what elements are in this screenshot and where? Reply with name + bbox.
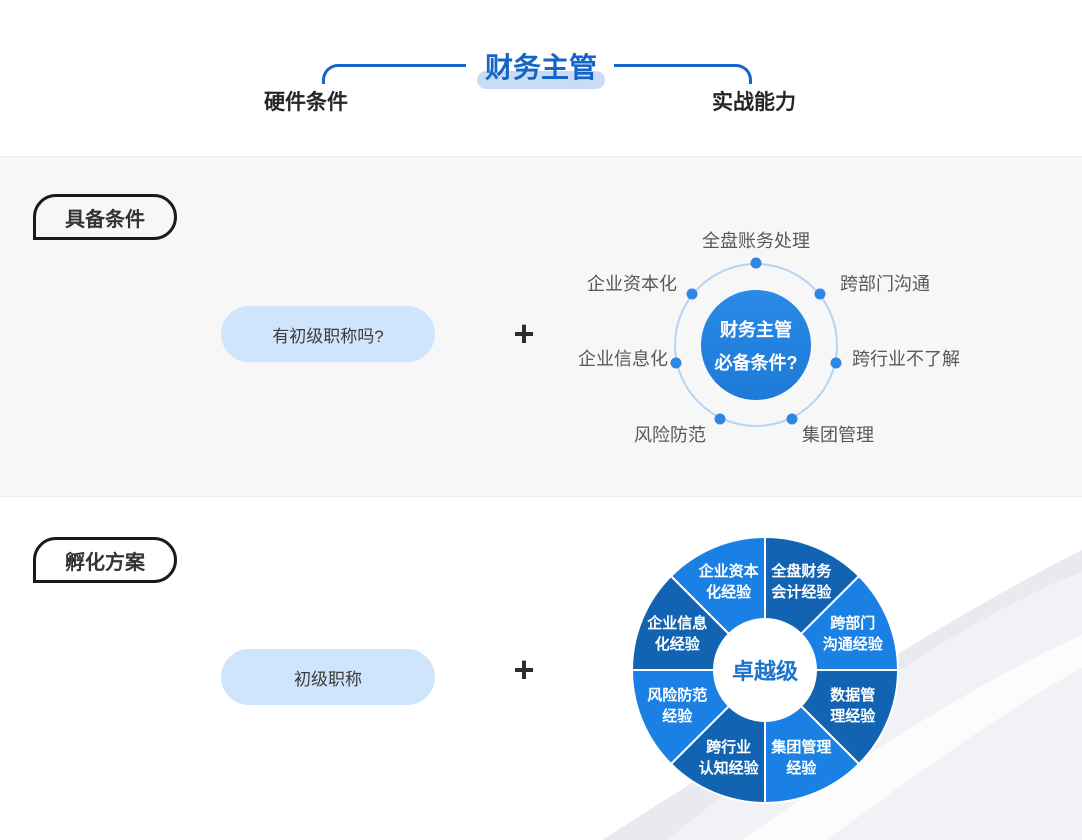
header-label-practical: 实战能力 [712,91,796,114]
requirements-badge: 具备条件 [33,194,177,240]
plus-sign: + [513,313,535,354]
ring-diagram [670,257,842,427]
ring-dot [786,413,798,425]
donut-svg [630,535,900,805]
plus-sign: + [513,649,535,690]
header: 财务主管 硬件条件 实战能力 [0,0,1082,156]
donut-segment-label: 企业资本化经验 [698,563,759,602]
ring-label-cross-industry: 跨行业不了解 [852,349,960,369]
ring-dot [714,413,726,425]
experience-donut-chart: 卓越级 全盘财务会计经验跨部门沟通经验数据管理经验集团管理经验跨行业认知经验 风险… [625,530,905,810]
donut-center-label: 卓越级 [731,659,799,684]
ring-label-risk-prevention: 风险防范 [634,425,706,445]
donut-segment-label: 跨行业认知经验 [698,738,759,777]
ring-center-circle: 财务主管 必备条件? [701,290,811,400]
bracket-right-line [614,64,752,84]
ring-dot [750,257,762,269]
ring-dot [686,288,698,300]
ring-label-cross-department: 跨部门沟通 [840,274,930,294]
ring-center-line1: 财务主管 [720,319,792,340]
ring-label-accounting: 全盘账务处理 [702,231,810,251]
bracket-left-line [322,64,466,84]
ring-center-line2: 必备条件? [714,352,798,373]
section-requirements: 具备条件 有初级职称吗? + 财务主管 必备条件? 全盘账务处理 跨部门沟通 跨… [0,156,1082,497]
donut-segment-label: 企业信息化经验 [647,614,708,653]
ring-dot [670,357,682,369]
ring-label-capitalization: 企业资本化 [587,274,677,294]
donut-segment-label: 集团管理经验 [771,738,832,777]
page-title: 财务主管 [476,46,606,89]
header-label-hardware: 硬件条件 [264,91,348,114]
incubation-badge: 孵化方案 [33,537,177,583]
junior-title-question-pill: 有初级职称吗? [221,306,435,362]
donut-segment-label: 风险防范经验 [647,687,708,726]
donut-center-circle [713,618,817,722]
ring-label-group-management: 集团管理 [802,425,874,445]
donut-segment-label: 全盘财务会计经验 [771,563,832,602]
junior-title-pill: 初级职称 [221,649,435,705]
ring-dot [830,357,842,369]
donut-segment-label: 跨部门沟通经验 [822,614,883,653]
ring-dot [814,288,826,300]
ring-label-informatization: 企业信息化 [578,349,668,369]
section-incubation-plan: 孵化方案 初级职称 + 卓越级 全盘财务会计经验跨部门沟通经验数据管理经验集团管… [0,498,1082,840]
donut-segment-label: 数据管理经验 [830,687,876,726]
